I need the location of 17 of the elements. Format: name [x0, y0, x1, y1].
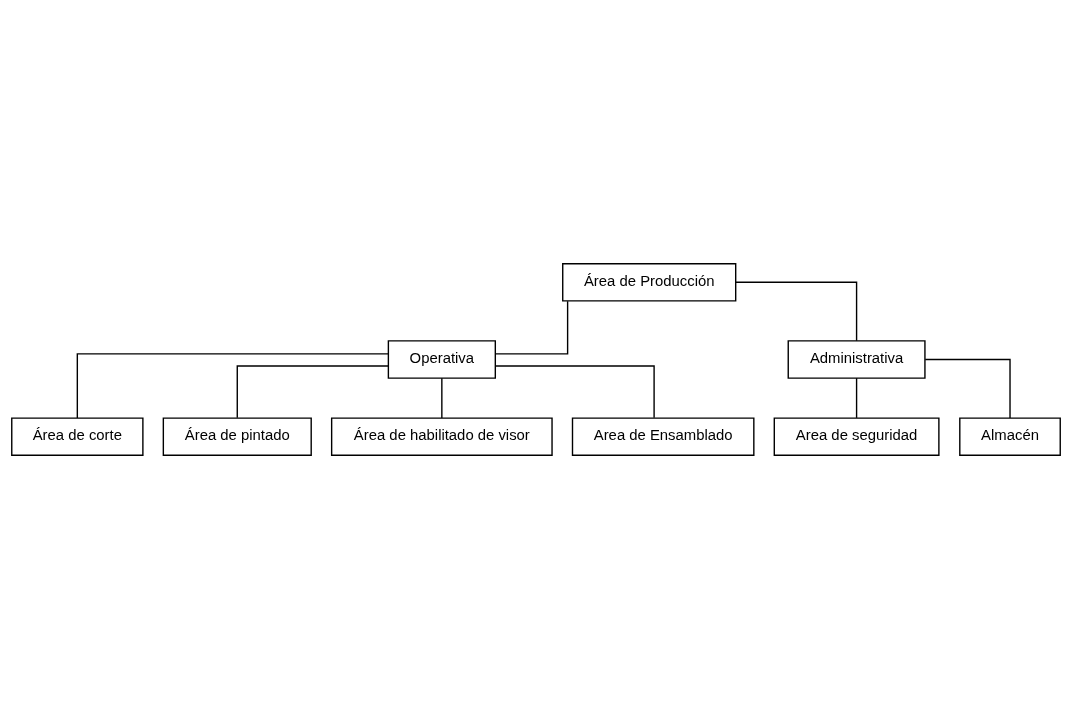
- connector: [441, 377, 443, 419]
- node-box: Área de Producción: [562, 262, 737, 302]
- connector: [76, 352, 389, 419]
- connector: [855, 377, 858, 419]
- connector: [924, 358, 1011, 419]
- connector: [494, 299, 569, 355]
- node-box: Operativa: [387, 339, 496, 379]
- node-box: Área de pintado: [162, 416, 312, 456]
- connector: [236, 364, 390, 418]
- node-box: Área de habilitado de visor: [330, 416, 553, 456]
- connector: [735, 281, 858, 341]
- node-box: Área de corte: [11, 416, 144, 456]
- connector: [494, 364, 655, 418]
- node-box: Area de Ensamblado: [571, 416, 755, 456]
- node-box: Administrativa: [787, 339, 926, 379]
- node-box: Area de seguridad: [773, 416, 940, 456]
- node-box: Almacén: [959, 416, 1061, 456]
